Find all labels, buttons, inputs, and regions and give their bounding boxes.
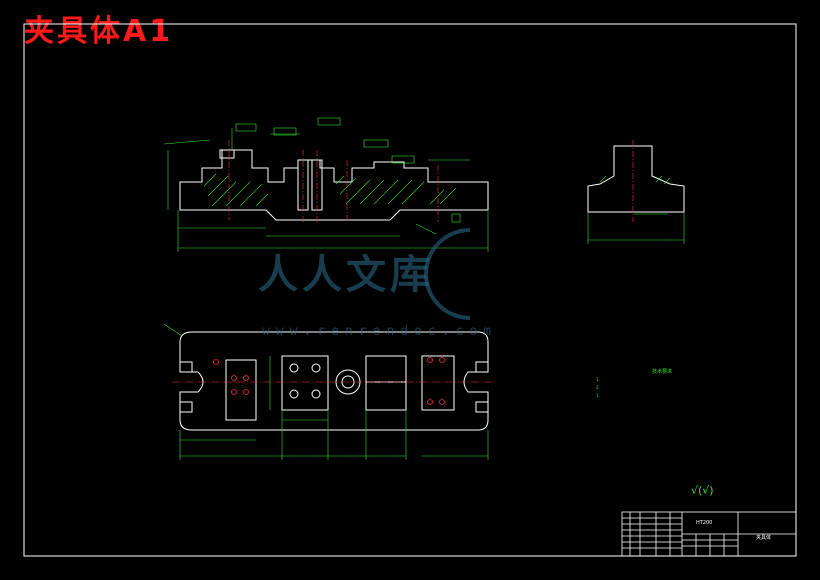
watermark-text: 人人文库 [258, 251, 434, 298]
technical-requirements: 技术要求 1. 2. 3. [596, 368, 728, 400]
technical-requirement-line: 3. [596, 393, 600, 398]
title-block [621, 511, 797, 557]
top-view-holes [213, 357, 445, 405]
front-dimensions [163, 117, 489, 252]
front-section-view [179, 149, 489, 221]
title-block-code: HT200 [696, 520, 713, 526]
front-section-hatching [203, 173, 457, 207]
technical-requirements-title: 技术要求 [651, 369, 672, 375]
front-centerlines [228, 140, 439, 222]
technical-requirement-line: 2. [596, 385, 600, 390]
title-block-drawing-name: 夹具体 [756, 535, 772, 541]
watermark-url: www.renrendoc.com [262, 324, 498, 339]
technical-requirement-line: 1. [596, 377, 600, 382]
top-dimensions [163, 323, 489, 460]
sheet-border [23, 23, 797, 557]
side-view-hatching [599, 175, 671, 185]
watermark-logo [424, 228, 471, 320]
surface-roughness-symbol: √(√) [691, 484, 714, 497]
side-dimensions [587, 212, 685, 244]
side-view [587, 145, 685, 213]
drawing-title: 夹具体A1 [24, 14, 174, 49]
top-view [179, 331, 489, 431]
